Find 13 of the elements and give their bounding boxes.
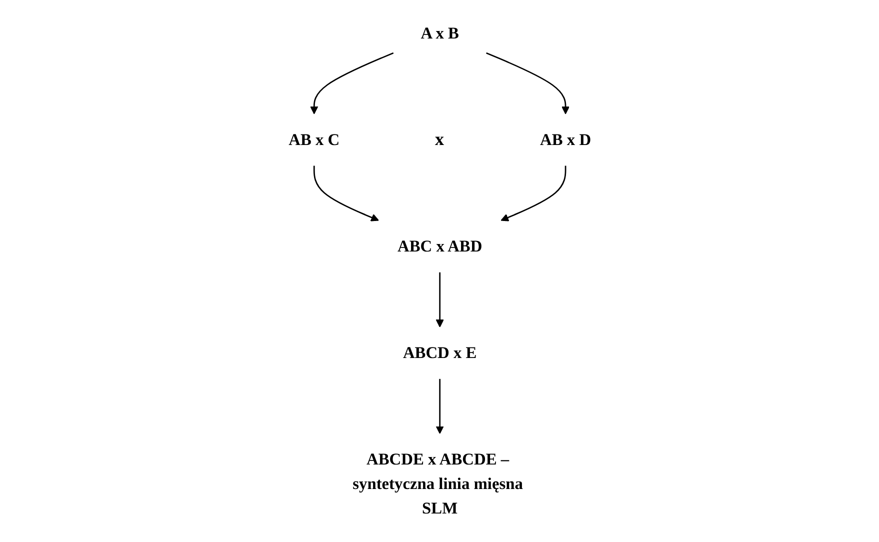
cross-symbol: x xyxy=(434,129,444,150)
arrow xyxy=(500,166,566,222)
node-text: A x B xyxy=(420,24,459,42)
arrow xyxy=(435,272,444,328)
arrow xyxy=(310,52,394,114)
node-text: AB x D xyxy=(540,130,591,148)
node-text: ABCDE x ABCDE – syntetyczna linia mięsna SLM xyxy=(352,450,523,518)
node-text: ABCD x E xyxy=(402,343,476,362)
node-text: ABC x ABD xyxy=(397,236,482,256)
arrow xyxy=(313,166,379,222)
node-text: AB x C xyxy=(288,130,340,148)
arrow xyxy=(486,52,570,114)
arrow xyxy=(435,378,444,434)
